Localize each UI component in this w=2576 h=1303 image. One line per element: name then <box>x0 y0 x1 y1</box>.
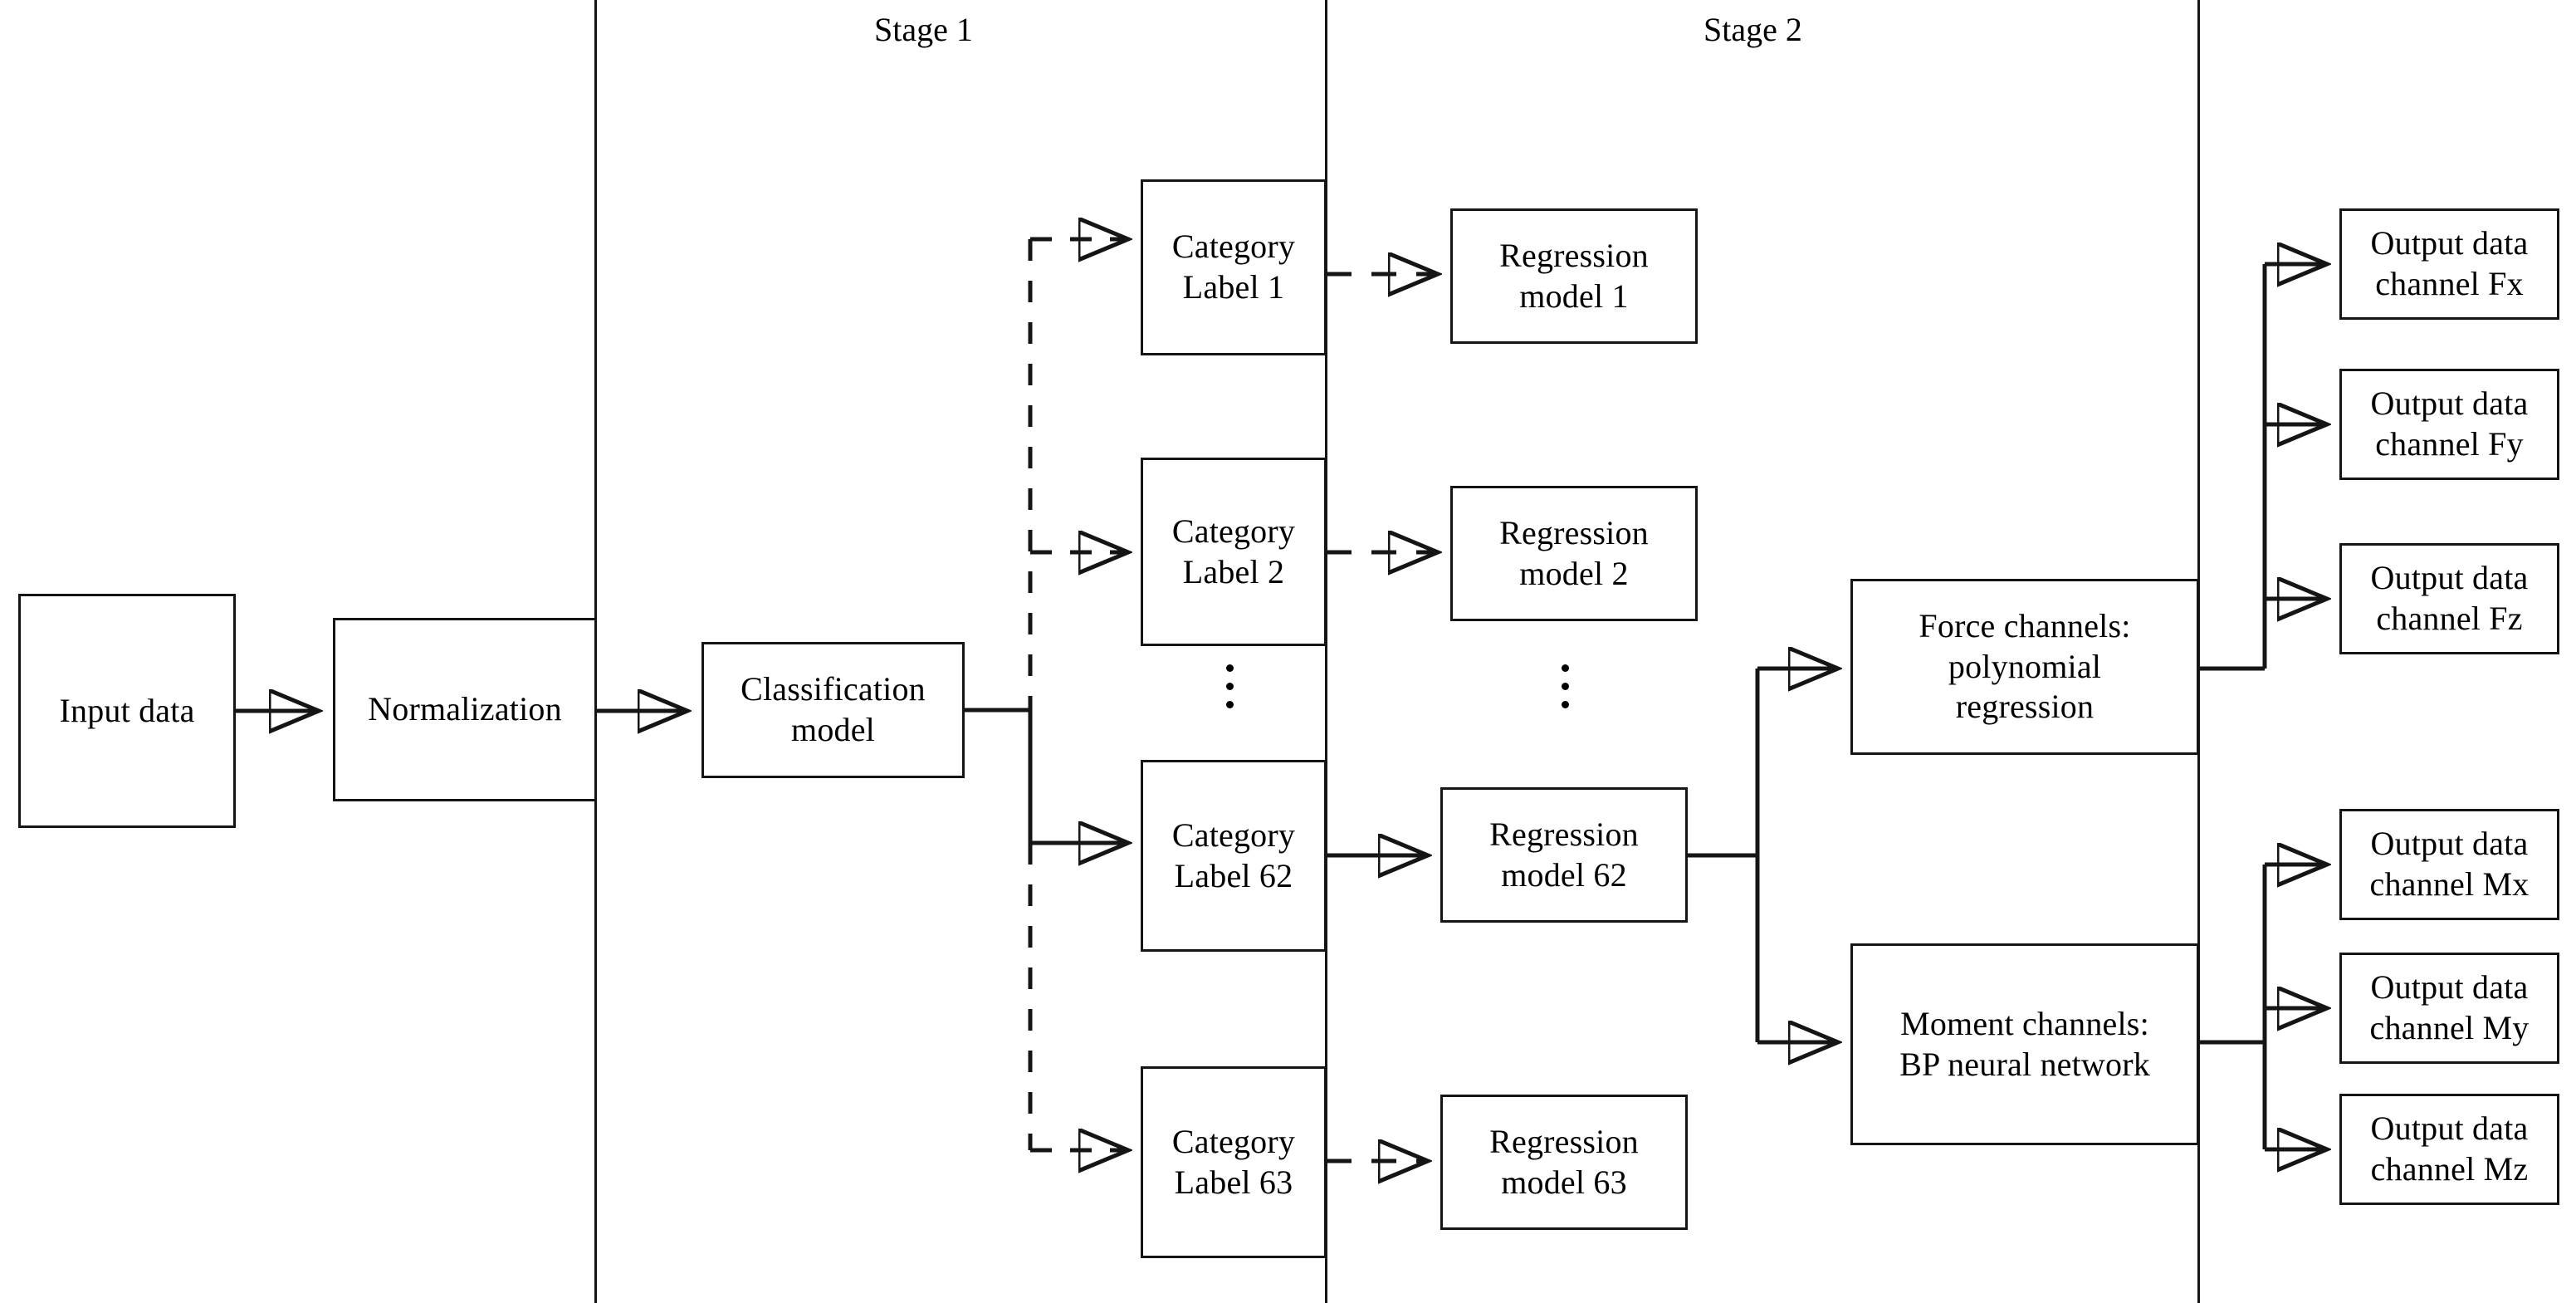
divider-middle <box>1325 0 1327 1303</box>
regression-model-2-box[interactable]: Regression model 2 <box>1450 486 1698 621</box>
category-label-62-box[interactable]: Category Label 62 <box>1141 760 1327 952</box>
regression-model-62-box[interactable]: Regression model 62 <box>1440 787 1688 923</box>
input-data-box[interactable]: Input data <box>18 594 236 828</box>
output-channel-fz-label: Output data channel Fz <box>2370 559 2529 637</box>
classification-model-box[interactable]: Classification model <box>701 642 965 778</box>
output-channel-my-label: Output data channel My <box>2369 968 2530 1046</box>
stage-2-label: Stage 2 <box>1703 10 1802 49</box>
moment-channels-label: Moment channels: BP neural network <box>1899 1004 2150 1083</box>
output-channel-fy-box[interactable]: Output data channel Fy <box>2339 369 2559 480</box>
output-channel-mx-label: Output data channel Mx <box>2369 825 2530 903</box>
normalization-box[interactable]: Normalization <box>333 618 597 801</box>
output-channel-my-box[interactable]: Output data channel My <box>2339 953 2559 1064</box>
force-channels-label: Force channels: polynomial regression <box>1919 606 2131 726</box>
stage-1-label: Stage 1 <box>874 10 973 49</box>
output-channel-mz-box[interactable]: Output data channel Mz <box>2339 1094 2559 1205</box>
regression-ellipsis-icon <box>1562 664 1569 719</box>
category-label-62-text: Category Label 62 <box>1171 816 1296 894</box>
regression-model-63-label: Regression model 63 <box>1489 1122 1639 1201</box>
category-ellipsis-icon <box>1226 664 1234 719</box>
output-channel-mz-label: Output data channel Mz <box>2370 1110 2529 1188</box>
output-channel-fz-box[interactable]: Output data channel Fz <box>2339 543 2559 654</box>
category-label-63-text: Category Label 63 <box>1171 1122 1296 1201</box>
regression-model-1-box[interactable]: Regression model 1 <box>1450 208 1698 344</box>
force-channels-box[interactable]: Force channels: polynomial regression <box>1850 579 2199 755</box>
classification-model-label: Classification model <box>741 670 926 748</box>
category-label-63-box[interactable]: Category Label 63 <box>1141 1066 1327 1258</box>
output-channel-mx-box[interactable]: Output data channel Mx <box>2339 809 2559 920</box>
stage-1-label-text: Stage 1 <box>874 11 973 48</box>
normalization-label: Normalization <box>368 690 562 728</box>
wire-moment-to-outputs <box>2199 865 2325 1149</box>
category-label-1-text: Category Label 1 <box>1171 228 1296 306</box>
output-channel-fx-label: Output data channel Fx <box>2370 224 2529 302</box>
regression-model-62-label: Regression model 62 <box>1489 815 1639 894</box>
category-label-2-text: Category Label 2 <box>1171 512 1296 590</box>
moment-channels-box[interactable]: Moment channels: BP neural network <box>1850 943 2199 1145</box>
output-channel-fy-label: Output data channel Fy <box>2370 385 2529 463</box>
category-label-2-box[interactable]: Category Label 2 <box>1141 458 1327 646</box>
output-channel-fx-box[interactable]: Output data channel Fx <box>2339 208 2559 320</box>
regression-model-2-label: Regression model 2 <box>1499 513 1649 592</box>
category-label-1-box[interactable]: Category Label 1 <box>1141 179 1327 355</box>
stage-2-label-text: Stage 2 <box>1703 11 1802 48</box>
wire-force-to-outputs <box>2199 264 2325 671</box>
input-data-label: Input data <box>59 691 195 729</box>
wire-regression-62-to-channels <box>1688 669 1836 1042</box>
regression-model-1-label: Regression model 1 <box>1499 236 1649 315</box>
regression-model-63-box[interactable]: Regression model 63 <box>1440 1095 1688 1230</box>
